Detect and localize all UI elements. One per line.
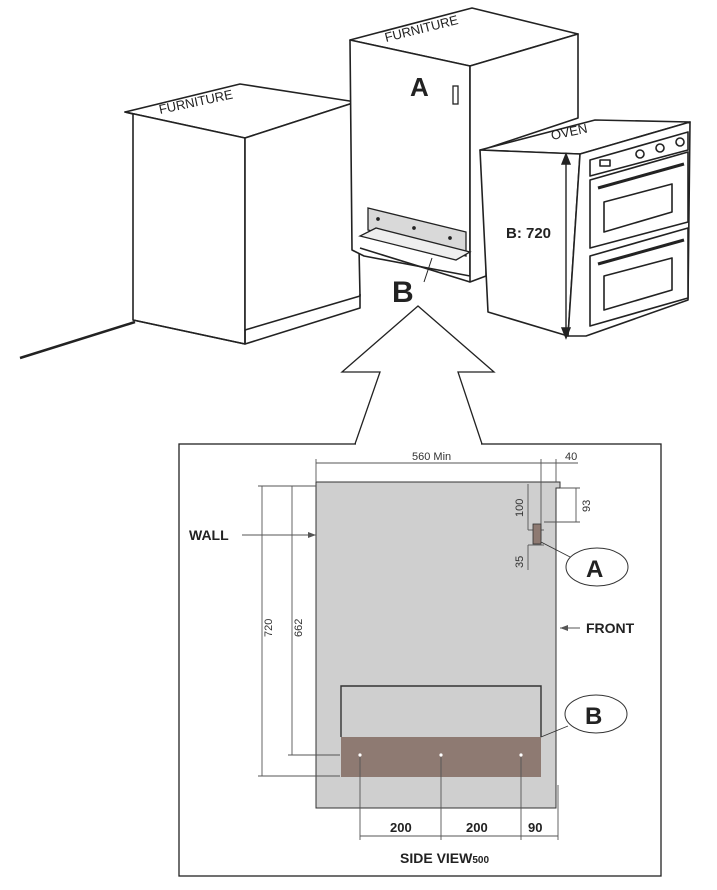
bracket-a (452, 85, 459, 105)
rail-outline (340, 685, 542, 737)
floor-line (19, 320, 136, 360)
wall-label: WALL (189, 527, 229, 543)
marker-a-top: A (410, 72, 429, 102)
oven (479, 119, 691, 337)
dim-93-label: 93 (581, 500, 593, 512)
dim-bottom (359, 757, 559, 840)
oven-label: OVEN (550, 121, 589, 143)
callout-b (564, 694, 628, 734)
dim-width-label: 560 Min (412, 451, 451, 463)
bracket-a-side (532, 523, 542, 545)
dim-left (258, 485, 340, 777)
dim-200b-label: 200 (466, 820, 488, 835)
dim-720-label: 720 (263, 619, 275, 637)
side-view-title-suffix: 500 (472, 855, 489, 866)
rail-b-3d (358, 207, 472, 261)
callout-a (565, 547, 629, 587)
side-view-title-main: SIDE VIEW (400, 850, 473, 866)
furniture-left (124, 83, 361, 345)
dim-35-label: 35 (514, 556, 526, 568)
callout-a-label: A (586, 556, 603, 583)
zoom-callout-arrow (340, 305, 496, 445)
height-label: B: 720 (506, 225, 551, 242)
side-view-title: SIDE VIEW500 (400, 850, 489, 866)
height-dimension (560, 152, 572, 340)
dim-90-label: 90 (528, 820, 542, 835)
pointer-b-top (423, 257, 433, 283)
marker-b-top: B (392, 276, 414, 309)
dim-40-label: 40 (565, 451, 577, 463)
dim-200a-label: 200 (390, 820, 412, 835)
callout-b-label: B (585, 703, 602, 730)
dim-100-label: 100 (514, 499, 526, 517)
side-panel (315, 481, 561, 809)
front-label: FRONT (586, 620, 635, 636)
dim-662-label: 662 (293, 619, 305, 637)
